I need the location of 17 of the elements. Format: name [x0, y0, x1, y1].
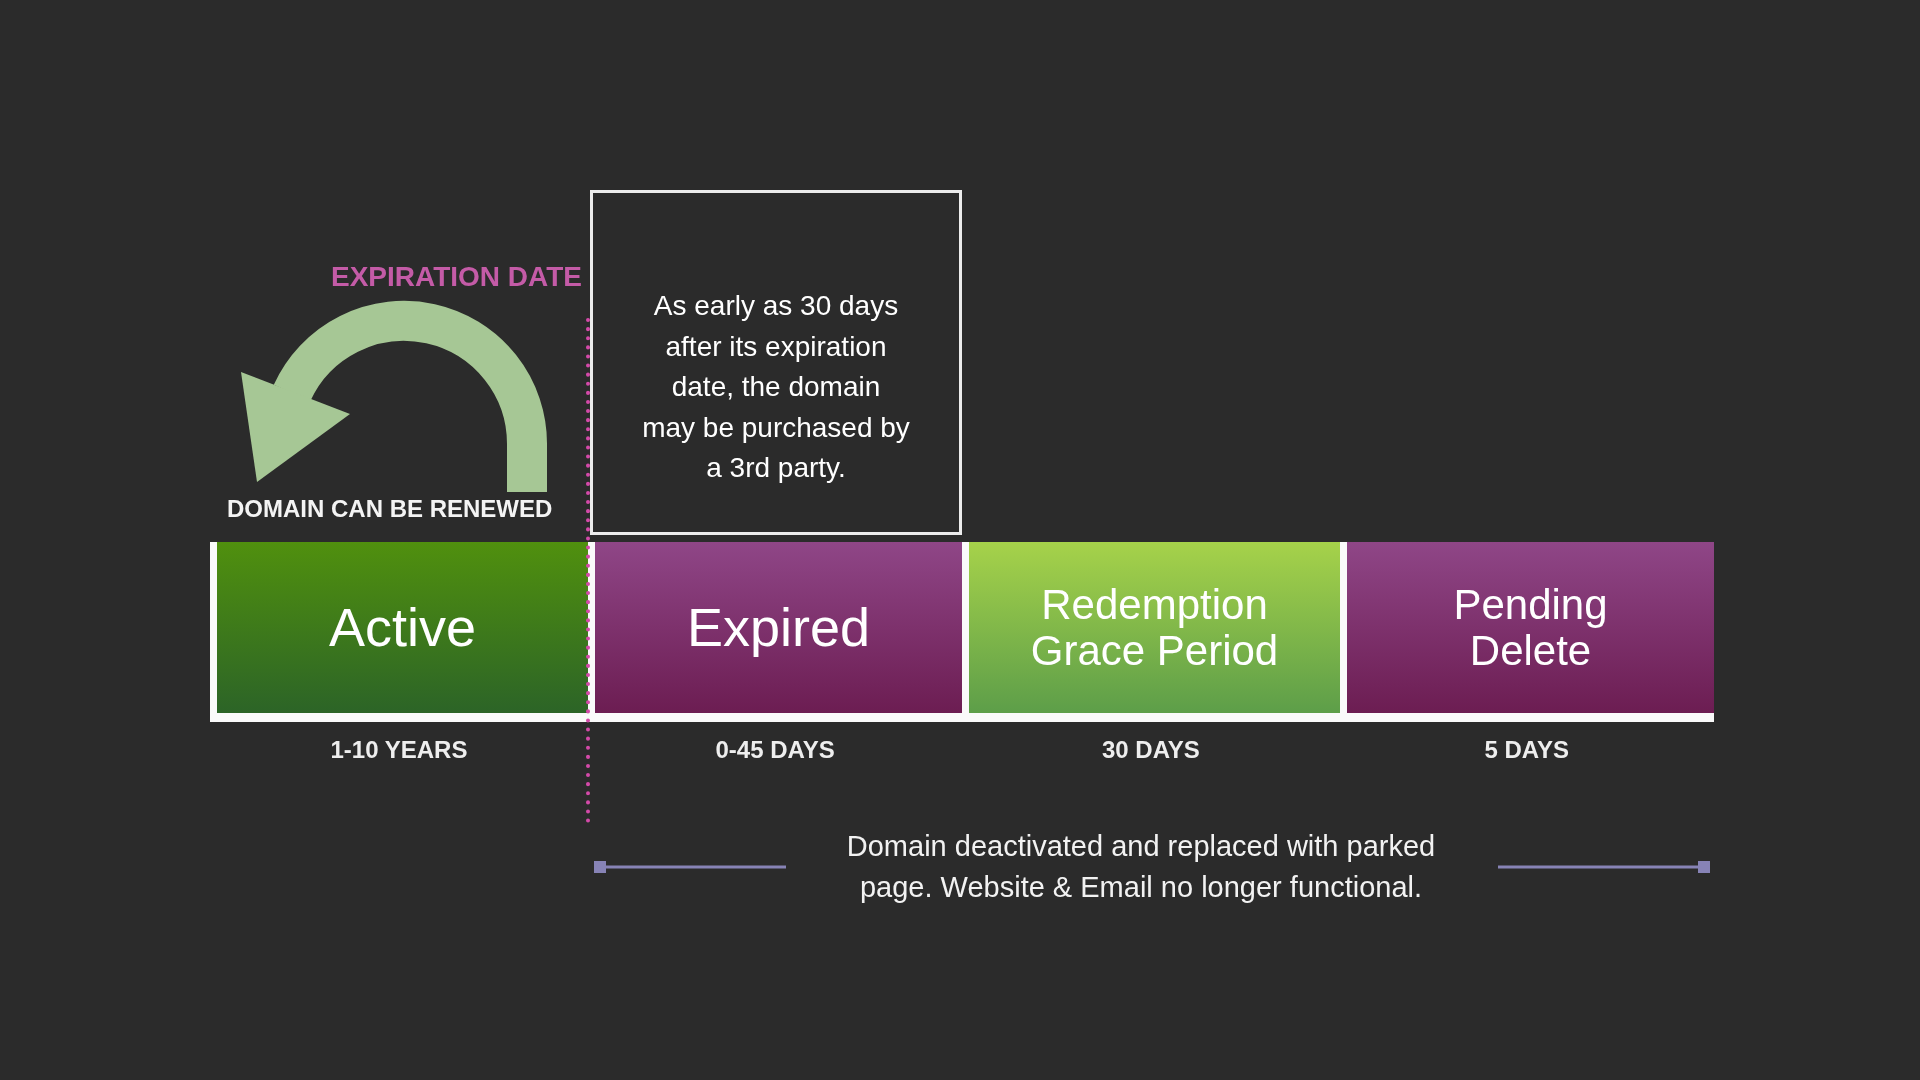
- renewal-label: DOMAIN CAN BE RENEWED: [227, 495, 553, 523]
- phase-label: Expired: [686, 598, 871, 657]
- duration-label: 30 DAYS: [1102, 736, 1200, 764]
- phase-bar: [588, 542, 962, 722]
- callout-box: [590, 190, 962, 535]
- phase-label: Active: [328, 598, 477, 657]
- phase-label: Redemption Grace Period: [1029, 582, 1280, 673]
- note-text: Domain deactivated and replaced with parked page. Website & Email no longer functional.: [845, 829, 1437, 905]
- date-label: EXPIRATION DATE: [331, 261, 582, 293]
- phase-bar: [962, 542, 1340, 722]
- duration-label: 0-45 DAYS: [715, 736, 835, 764]
- callout-text: As early as 30 days after its expiration date, the domain may be purchased by a 3rd party.: [642, 289, 910, 486]
- phase-label: Pending Delete: [1452, 582, 1609, 673]
- duration-label: 5 DAYS: [1484, 736, 1569, 764]
- duration-label: 1-10 YEARS: [330, 736, 468, 764]
- phase-bar: [1340, 542, 1714, 722]
- phase-bar: [210, 542, 588, 722]
